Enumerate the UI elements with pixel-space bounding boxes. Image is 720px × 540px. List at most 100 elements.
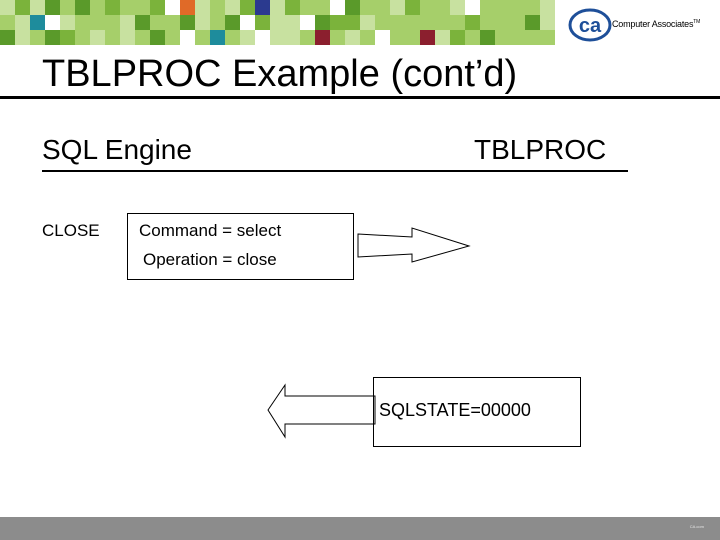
mosaic-tile — [45, 30, 60, 45]
footer-bar: CA.com — [0, 517, 720, 540]
mosaic-tile — [180, 0, 195, 15]
request-box — [127, 213, 354, 280]
mosaic-tile — [105, 30, 120, 45]
mosaic-tile — [510, 30, 525, 45]
column-heading-tblproc: TBLPROC — [474, 134, 607, 165]
mosaic-tile — [315, 0, 330, 15]
mosaic-tile — [495, 30, 510, 45]
mosaic-tile — [30, 15, 45, 30]
request-operation: Operation = close — [143, 250, 277, 269]
mosaic-tile — [330, 30, 345, 45]
mosaic-tile — [360, 30, 375, 45]
mosaic-tile — [165, 30, 180, 45]
mosaic-tile — [435, 30, 450, 45]
mosaic-tile — [270, 30, 285, 45]
heading-underline — [42, 170, 628, 172]
mosaic-tile — [285, 0, 300, 15]
mosaic-tile — [270, 15, 285, 30]
mosaic-tile — [120, 30, 135, 45]
mosaic-tile — [285, 15, 300, 30]
logo-wordmark: Computer AssociatesTM — [612, 19, 701, 29]
mosaic-tile — [345, 15, 360, 30]
mosaic-tile — [540, 0, 555, 15]
mosaic-tile — [525, 15, 540, 30]
mosaic-tile — [0, 30, 15, 45]
mosaic-tile — [420, 30, 435, 45]
mosaic-tile — [315, 15, 330, 30]
footer-mark: CA.com — [689, 524, 704, 529]
mosaic-tile — [375, 15, 390, 30]
right-arrow-icon — [357, 227, 471, 263]
mosaic-tile — [150, 15, 165, 30]
mosaic-tile — [150, 30, 165, 45]
mosaic-tile — [390, 0, 405, 15]
mosaic-tile — [90, 30, 105, 45]
mosaic-tile — [0, 15, 15, 30]
mosaic-tile — [225, 30, 240, 45]
mosaic-tile — [405, 0, 420, 15]
mosaic-tile — [330, 15, 345, 30]
mosaic-tile — [435, 0, 450, 15]
mosaic-tile — [480, 15, 495, 30]
mosaic-tile — [255, 15, 270, 30]
mosaic-tile — [180, 15, 195, 30]
mosaic-tile — [510, 0, 525, 15]
mosaic-tile — [195, 30, 210, 45]
mosaic-tile — [165, 0, 180, 15]
mosaic-tile — [240, 15, 255, 30]
mosaic-tile — [345, 30, 360, 45]
mosaic-tile — [150, 0, 165, 15]
mosaic-tile — [15, 15, 30, 30]
mosaic-tile — [315, 30, 330, 45]
mosaic-tile — [60, 15, 75, 30]
mosaic-tile — [345, 0, 360, 15]
mosaic-tile — [90, 0, 105, 15]
mosaic-tile — [330, 0, 345, 15]
step-label-close: CLOSE — [42, 221, 100, 240]
response-sqlstate: SQLSTATE=00000 — [379, 400, 531, 420]
mosaic-tile — [195, 0, 210, 15]
mosaic-tile — [450, 30, 465, 45]
mosaic-tile — [45, 15, 60, 30]
mosaic-tile — [30, 30, 45, 45]
mosaic-tile — [480, 30, 495, 45]
mosaic-tile — [465, 30, 480, 45]
mosaic-tile — [210, 0, 225, 15]
mosaic-tile — [210, 15, 225, 30]
mosaic-tile — [360, 0, 375, 15]
mosaic-tile — [75, 30, 90, 45]
mosaic-tile — [525, 0, 540, 15]
mosaic-tile — [105, 15, 120, 30]
mosaic-tile — [390, 15, 405, 30]
mosaic-tile — [450, 15, 465, 30]
mosaic-tile — [60, 30, 75, 45]
mosaic-tile — [30, 0, 45, 15]
mosaic-tile — [120, 15, 135, 30]
mosaic-tile — [420, 15, 435, 30]
mosaic-tile — [225, 0, 240, 15]
title-divider — [0, 96, 720, 99]
mosaic-tile — [285, 30, 300, 45]
mosaic-tile — [240, 0, 255, 15]
header-mosaic — [0, 0, 555, 45]
left-arrow-icon — [267, 383, 376, 439]
mosaic-tile — [420, 0, 435, 15]
mosaic-tile — [120, 0, 135, 15]
mosaic-tile — [270, 0, 285, 15]
mosaic-tile — [405, 15, 420, 30]
mosaic-tile — [495, 15, 510, 30]
mosaic-tile — [15, 0, 30, 15]
mosaic-tile — [105, 0, 120, 15]
mosaic-tile — [525, 30, 540, 45]
mosaic-tile — [135, 30, 150, 45]
mosaic-tile — [540, 15, 555, 30]
mosaic-tile — [450, 0, 465, 15]
mosaic-tile — [60, 0, 75, 15]
request-command: Command = select — [139, 221, 282, 240]
mosaic-tile — [300, 0, 315, 15]
mosaic-tile — [195, 15, 210, 30]
mosaic-tile — [465, 0, 480, 15]
mosaic-tile — [240, 30, 255, 45]
mosaic-tile — [375, 0, 390, 15]
mosaic-tile — [480, 0, 495, 15]
